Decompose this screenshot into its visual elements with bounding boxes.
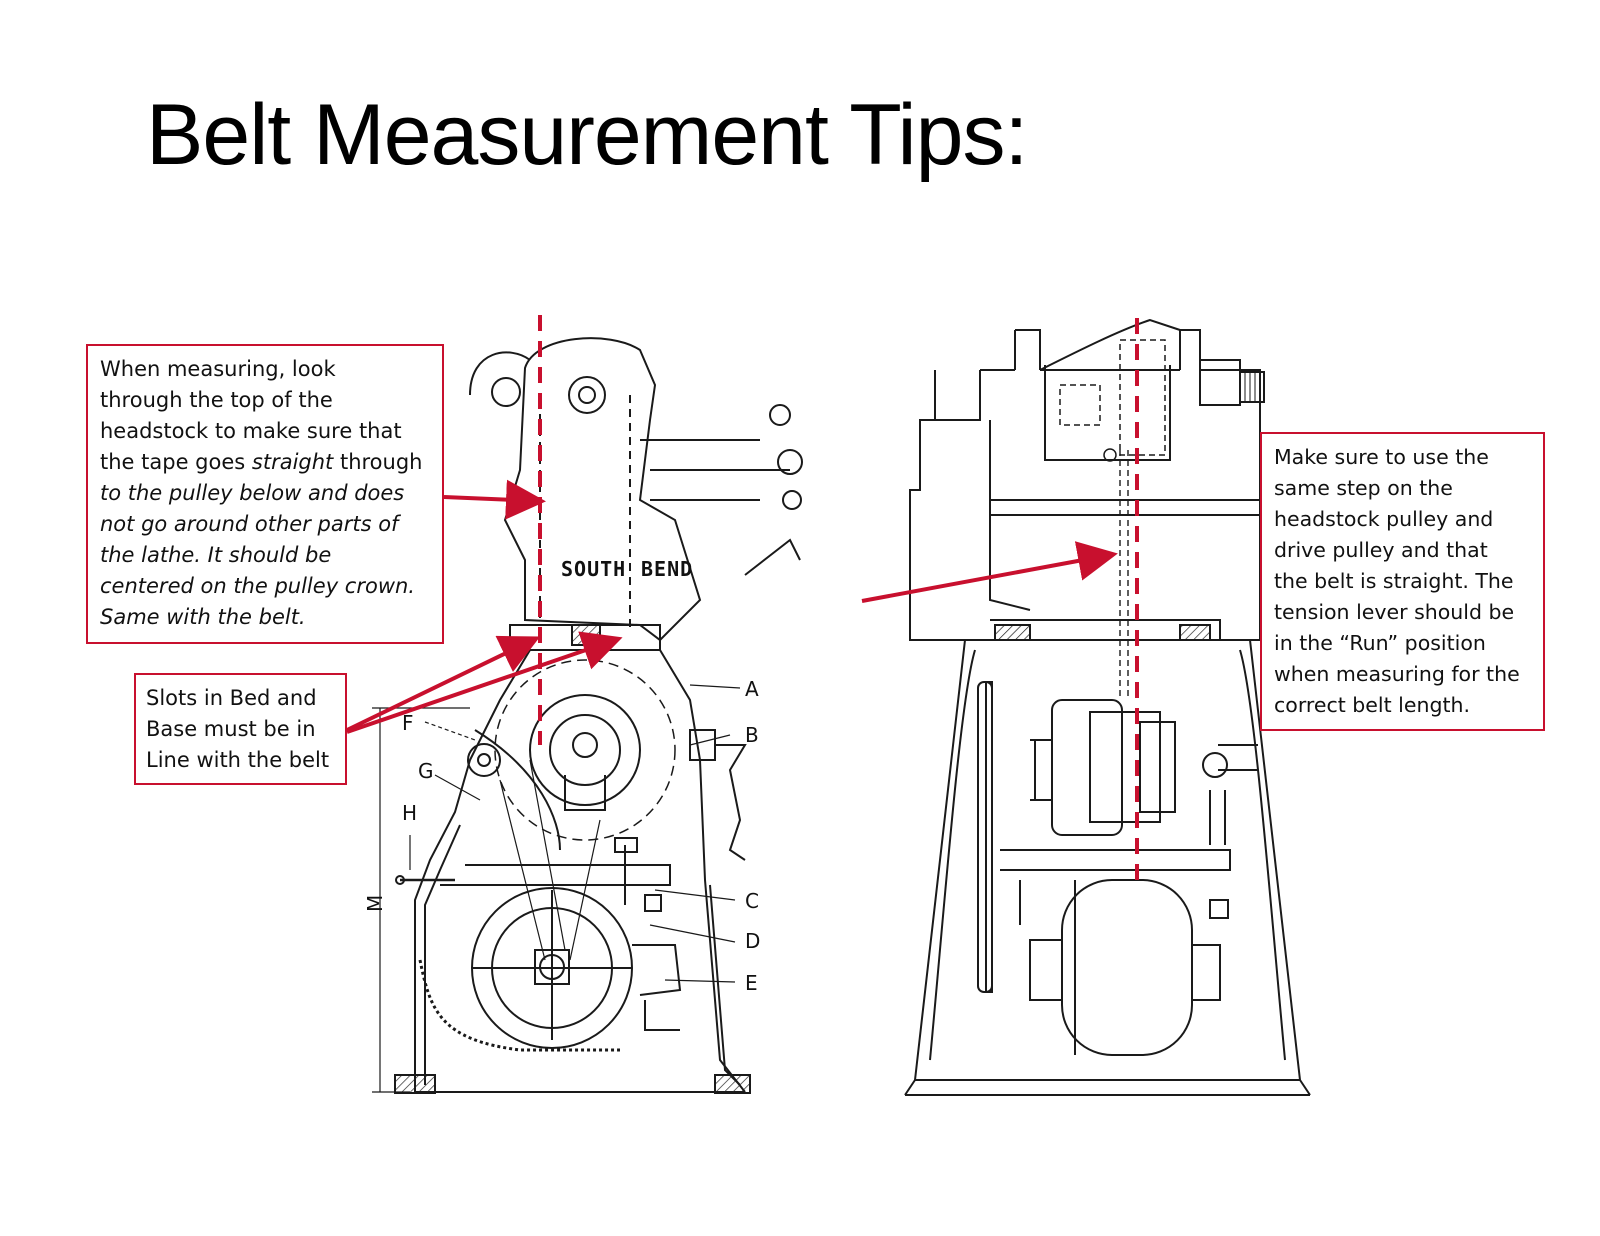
callout-line: the belt is straight. The	[1274, 569, 1514, 593]
callout-emphasis: the lathe. It should be	[100, 543, 332, 567]
callout-text: the tape goes	[100, 450, 252, 474]
label-a: A	[745, 677, 759, 701]
callout-step-tip: Make sure to use the same step on the he…	[1260, 432, 1545, 731]
callout-line: same step on the	[1274, 476, 1453, 500]
callout-line: in the “Run” position	[1274, 631, 1486, 655]
callout-line: not go around other parts of	[100, 509, 430, 540]
end-view-drawing	[904, 318, 1311, 1096]
callout-line: the lathe. It should be	[100, 540, 430, 571]
callout-emphasis: not go around other parts of	[100, 512, 399, 536]
label-m: M	[363, 895, 387, 912]
callout-text: through	[333, 450, 423, 474]
callout-line: correct belt length.	[1274, 693, 1471, 717]
callout-line: when measuring for the	[1274, 662, 1520, 686]
arrow-step	[861, 541, 1118, 603]
slide-title: Belt Measurement Tips:	[146, 87, 1028, 183]
callout-line: to the pulley below and does	[100, 478, 430, 509]
callout-line: Base must be in	[146, 717, 316, 741]
callout-emphasis: straight	[251, 450, 334, 474]
callout-line: through the top of the	[100, 388, 333, 412]
callout-line: Make sure to use the	[1274, 445, 1489, 469]
callout-line: tension lever should be	[1274, 600, 1515, 624]
callout-emphasis: centered on the pulley crown.	[100, 574, 415, 598]
callout-emphasis: Same with the belt.	[100, 605, 306, 629]
callout-line: headstock to make sure that	[100, 419, 402, 443]
label-e: E	[745, 971, 758, 995]
callout-slots-tip: Slots in Bed and Base must be in Line wi…	[134, 673, 347, 785]
callout-emphasis: to the pulley below and does	[100, 481, 405, 505]
callout-line: the tape goes straight through	[100, 447, 430, 478]
callout-line: When measuring, look	[100, 357, 336, 381]
label-c: C	[745, 889, 759, 913]
callout-line: Line with the belt	[146, 748, 330, 772]
label-d: D	[745, 929, 760, 953]
callout-line: drive pulley and that	[1274, 538, 1488, 562]
callout-line: headstock pulley and	[1274, 507, 1494, 531]
label-h: H	[402, 801, 417, 825]
label-g: G	[418, 759, 434, 783]
arrow-slot-bed	[346, 635, 541, 732]
callout-line: Same with the belt.	[100, 602, 430, 633]
arrow-headstock	[443, 479, 546, 520]
callout-line: centered on the pulley crown.	[100, 571, 430, 602]
brand-bend: BEND	[641, 557, 693, 581]
label-b: B	[745, 723, 759, 747]
arrow-slot-base	[346, 631, 623, 734]
callout-headstock-tip: When measuring, look through the top of …	[86, 344, 444, 644]
brand-south: SOUTH	[561, 557, 626, 581]
label-f: F	[402, 711, 414, 735]
callout-line: Slots in Bed and	[146, 686, 317, 710]
